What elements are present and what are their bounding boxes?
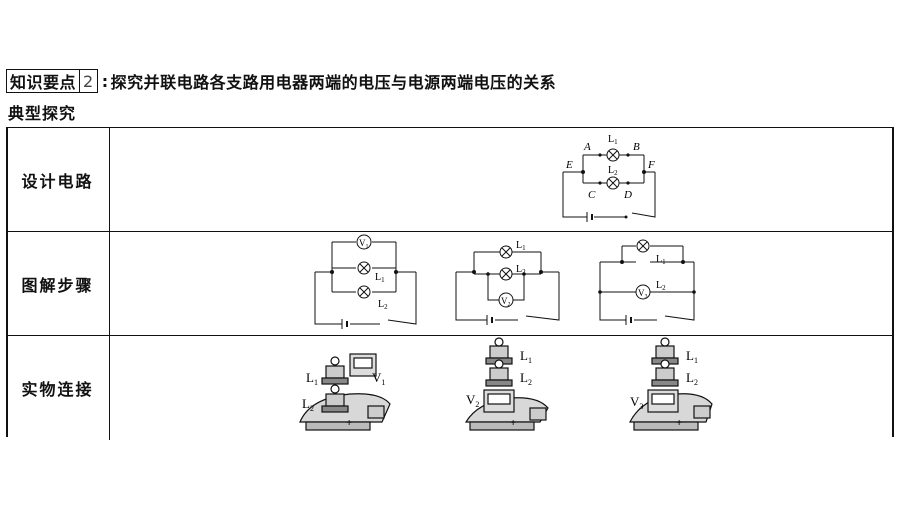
lamp-label-l1-step3: L1 [656, 254, 666, 266]
meter-label-v3: V3 [638, 288, 648, 300]
lamp-label-l1-step1: L1 [375, 272, 385, 284]
photo-label-l1-b: L1 [520, 348, 532, 365]
photo-label-l2-b: L2 [520, 370, 532, 387]
node-label-c: C [588, 189, 596, 201]
steps-cell: V1 L1 L2 L1 L2 V2 L1 L2 V3 [110, 232, 894, 335]
photo-label-l1-a: L1 [306, 370, 318, 387]
node-label-b: B [633, 141, 640, 153]
lamp-label-l1: L1 [608, 134, 618, 146]
lamp-label-l1-step2: L1 [516, 240, 526, 252]
plus-sign-b: + [510, 417, 516, 429]
photo-label-v2: V2 [466, 392, 479, 409]
section-title: 知识要点 2 : 探究并联电路各支路用电器两端的电压与电源两端电压的关系 [6, 68, 556, 94]
design-circuit-cell: A B L1 E F L2 C D [110, 128, 894, 231]
physical-cell: L1 L2 V1 + L1 [110, 336, 894, 440]
plus-sign-a: + [346, 417, 352, 429]
steps-circuit-diagrams: V1 L1 L2 L1 L2 V2 L1 L2 V3 [314, 234, 696, 329]
node-label-f: F [647, 159, 655, 171]
lamp-label-l2: L2 [608, 165, 618, 177]
design-circuit-diagram: A B L1 E F L2 C D [562, 134, 656, 222]
node-label-d: D [623, 189, 632, 201]
knowledge-point-number: 2 [80, 69, 98, 93]
lamp-label-l2-step3: L2 [656, 280, 666, 292]
physical-setup-illustrations: L1 L2 V1 + L1 [299, 337, 713, 431]
node-label-e: E [565, 159, 573, 171]
plus-sign-c: + [676, 417, 682, 429]
meter-label-v1: V1 [359, 238, 369, 250]
photo-label-l2-a: L2 [302, 396, 314, 413]
photo-label-l1-c: L1 [686, 348, 698, 365]
photo-label-v3: V3 [630, 394, 643, 411]
section-title-text: 探究并联电路各支路用电器两端的电压与电源两端电压的关系 [110, 73, 557, 92]
physical-setup-3 [629, 337, 713, 431]
table-row-steps: 图解步骤 [6, 232, 894, 336]
table-row-design: 设计电路 [6, 128, 894, 232]
lamp-label-l2-step2: L2 [516, 264, 526, 276]
meter-label-v2: V2 [501, 296, 511, 308]
lamp-label-l2-step1: L2 [378, 299, 388, 311]
physical-setup-2 [464, 337, 549, 431]
node-label-a: A [583, 141, 591, 153]
photo-label-v1: V1 [372, 370, 385, 387]
experiment-table: 设计电路 [6, 127, 894, 440]
title-colon: : [101, 71, 109, 91]
table-row-physical: 实物连接 L1 L2 V1 [6, 336, 894, 440]
table-left-border [6, 127, 8, 437]
physical-setup-1 [299, 353, 391, 431]
row-label-physical: 实物连接 [6, 336, 110, 440]
knowledge-point-tag: 知识要点 [6, 69, 81, 93]
row-label-design: 设计电路 [6, 128, 110, 231]
row-label-steps: 图解步骤 [6, 232, 110, 335]
photo-label-l2-c: L2 [686, 370, 698, 387]
subheading: 典型探究 [8, 104, 77, 123]
table-right-border [892, 127, 894, 437]
